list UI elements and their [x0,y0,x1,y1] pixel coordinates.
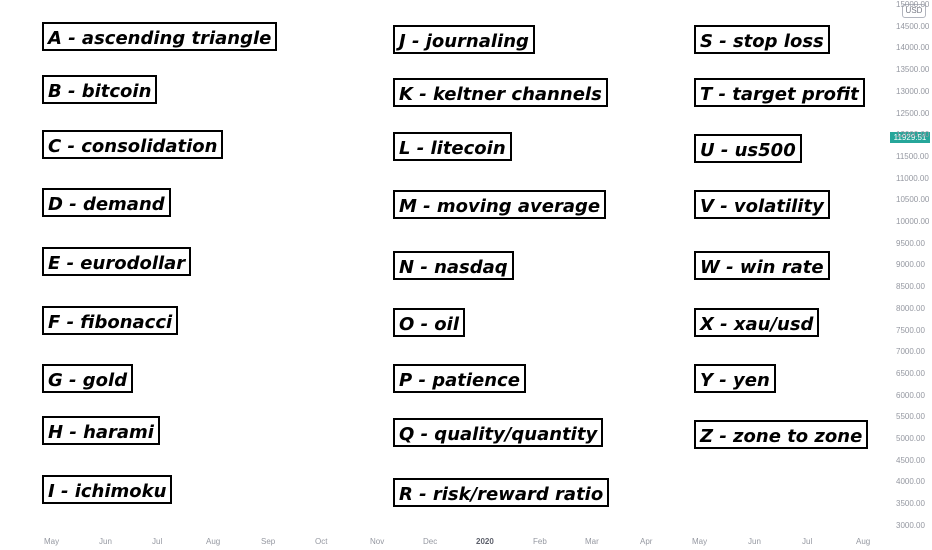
price-axis-label: 11500.00 [896,151,929,161]
time-axis-label: Aug [856,537,871,546]
price-axis-label: 3500.00 [896,499,925,509]
time-axis-label: Jun [99,537,112,546]
time-axis-label: Dec [423,537,438,546]
time-axis-label: 2020 [476,537,494,546]
glossary-term-col3-8: Z - zone to zone [694,420,869,449]
price-axis-label: 8000.00 [896,303,925,313]
glossary-term-col2-2: K - keltner channels [393,78,608,107]
glossary-term-col1-9: I - ichimoku [42,475,173,504]
price-axis-label: 12500.00 [896,108,930,118]
time-axis-label: May [692,537,708,546]
price-axis-label: 14500.00 [896,21,930,31]
price-axis-label: 3000.00 [896,520,925,530]
price-axis-label: 6000.00 [896,390,925,400]
price-axis-label: 8500.00 [896,282,925,292]
glossary-term-col1-1: A - ascending triangle [42,22,278,51]
time-axis-label: May [44,537,60,546]
time-axis-label: Jun [748,537,761,546]
glossary-term-col2-4: M - moving average [393,190,607,219]
glossary-term-col3-5: W - win rate [694,251,830,280]
time-axis-label: Nov [370,537,385,546]
time-axis-label: Apr [640,537,653,546]
time-axis-label: Feb [533,537,547,546]
glossary-term-col2-3: L - litecoin [393,132,512,161]
time-axis-label: Jul [152,537,163,546]
time-axis-label: Oct [315,537,328,546]
price-axis-label: 13500.00 [896,65,930,75]
current-price-badge: 11929.51 [890,132,930,143]
price-axis-label: 15000.00 [896,0,930,9]
glossary-term-col2-7: P - patience [393,364,526,393]
glossary-term-col3-6: X - xau/usd [694,308,820,337]
glossary-term-col2-1: J - journaling [393,25,535,54]
price-axis-label: 4000.00 [896,477,925,487]
price-axis-label: 9500.00 [896,238,925,248]
glossary-term-col3-3: U - us500 [694,134,802,163]
glossary-term-col1-8: H - harami [42,416,160,445]
glossary-term-col1-6: F - fibonacci [42,306,179,335]
price-axis-label: 9000.00 [896,260,925,270]
time-axis-label: Sep [261,537,276,546]
glossary-term-col2-6: O - oil [393,308,466,337]
glossary-term-col1-4: D - demand [42,188,171,217]
price-axis-label: 5500.00 [896,412,925,422]
glossary-term-col1-3: C - consolidation [42,130,224,159]
glossary-term-col1-5: E - eurodollar [42,247,192,276]
time-axis-label: Mar [585,537,599,546]
price-axis-label: 5000.00 [896,434,925,443]
time-axis-label: Aug [206,537,221,546]
glossary-term-col3-4: V - volatility [694,190,830,219]
price-axis-label: 4500.00 [896,455,925,465]
price-axis-label: 10500.00 [896,195,930,205]
price-axis-label: 7500.00 [896,325,925,335]
price-axis-label: 10000.00 [896,217,930,226]
glossary-term-col3-7: Y - yen [694,364,776,393]
price-axis-label: 7000.00 [896,347,925,357]
currency-label[interactable]: USD [902,4,926,18]
price-axis-label: 13000.00 [896,86,930,96]
price-axis-label: 12000.00 [896,130,930,140]
price-axis-label: 11000.00 [896,173,929,183]
glossary-term-col2-8: Q - quality/quantity [393,418,604,447]
price-axis-label: 6500.00 [896,368,925,378]
glossary-term-col1-2: B - bitcoin [42,75,158,104]
glossary-term-col1-7: G - gold [42,364,134,393]
glossary-term-col3-2: T - target profit [694,78,865,107]
time-axis-label: Jul [802,537,813,546]
glossary-term-col3-1: S - stop loss [694,25,830,54]
price-axis-label: 14000.00 [896,43,930,53]
glossary-term-col2-5: N - nasdaq [393,251,514,280]
glossary-term-col2-9: R - risk/reward ratio [393,478,610,507]
